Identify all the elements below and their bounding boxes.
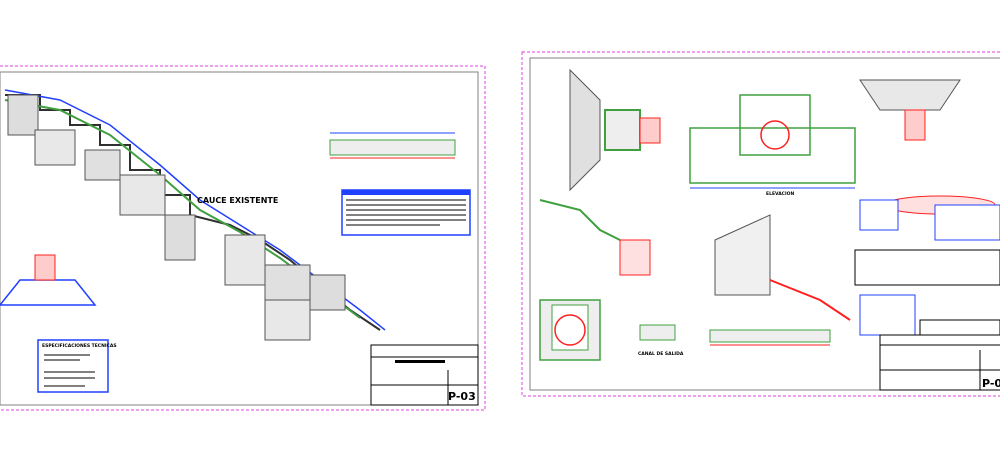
sheet-border	[521, 51, 1000, 397]
sheet-number: P-0	[982, 377, 1000, 390]
sheet-border	[0, 65, 486, 411]
sheet-number: P-03	[448, 390, 476, 403]
dimensions-table	[854, 249, 1000, 286]
drawing-frame	[529, 57, 1000, 391]
masonry-block	[119, 174, 166, 216]
elevation-view: ELEVACION	[689, 94, 856, 197]
masonry-block	[264, 299, 311, 341]
notes-box	[934, 204, 1000, 241]
masonry-block	[164, 214, 196, 261]
channel-label: CAUCE EXISTENTE	[197, 196, 278, 205]
detail-box	[859, 199, 899, 231]
specifications-box	[859, 294, 916, 336]
elevation-label: ELEVACION	[766, 191, 794, 197]
masonry-block	[309, 274, 346, 311]
masonry-block	[34, 129, 76, 166]
drawing-frame	[0, 71, 479, 406]
masonry-block	[84, 149, 121, 181]
title-block[interactable]: P-03	[370, 344, 479, 406]
sheet-left: CAUCE EXISTENTE ESPECIFICACIONES TECNICA…	[0, 65, 486, 411]
masonry-block	[264, 264, 311, 301]
outlet-channel-label: CANAL DE SALIDA	[638, 351, 684, 357]
inlet-plan	[569, 68, 661, 192]
specifications-box: ESPECIFICACIONES TECNICAS	[37, 339, 117, 393]
sheet-right: ELEVACION CANAL DE SALIDA	[521, 51, 1000, 397]
notes-box	[341, 189, 471, 236]
trapezoid-section	[0, 254, 97, 306]
section-views: CANAL DE SALIDA	[539, 199, 851, 361]
masonry-block	[224, 234, 266, 286]
channel-section-detail	[329, 132, 456, 159]
masonry-block	[7, 94, 39, 136]
title-block[interactable]: P-0	[879, 334, 1000, 391]
specifications-title: ESPECIFICACIONES TECNICAS	[42, 343, 117, 349]
stepped-drop-profile	[4, 89, 386, 341]
outlet-trapezoid	[859, 79, 996, 215]
